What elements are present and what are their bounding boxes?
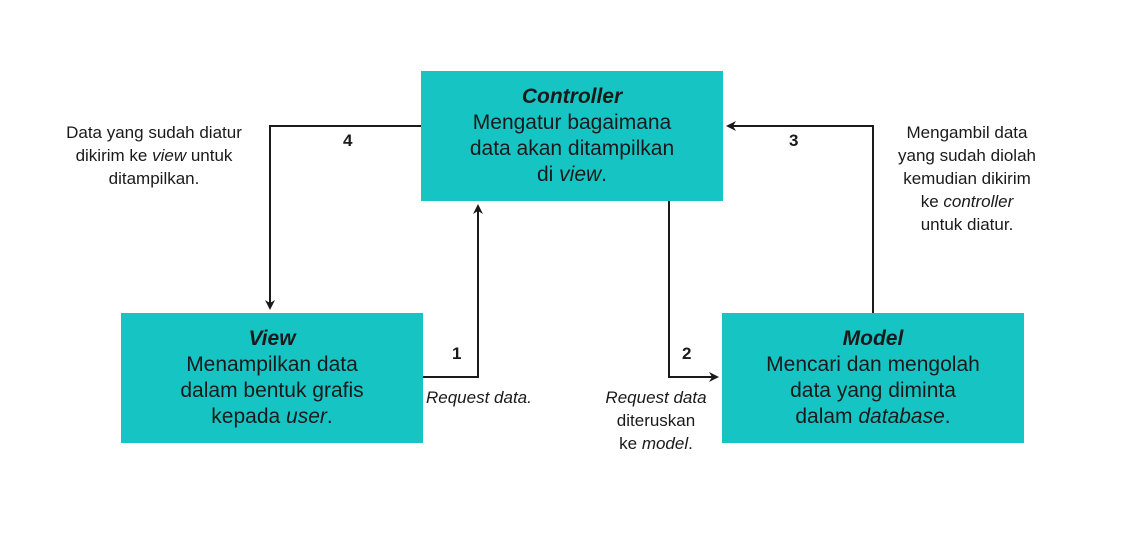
step-4-note: Data yang sudah diatur dikirim ke view u…: [66, 123, 242, 188]
arrow-2-controller-to-model: [668, 201, 719, 382]
controller-box: Controller Mengatur bagaimana data akan …: [421, 71, 723, 201]
controller-line-2: data akan ditampilkan: [469, 137, 675, 160]
step-number-3: 3: [789, 131, 799, 150]
controller-line-3: di view.: [536, 163, 608, 186]
view-line-2: dalam bentuk grafis: [180, 379, 364, 402]
controller-line-1: Mengatur bagaimana: [472, 111, 672, 134]
view-line-3: kepada user.: [211, 405, 333, 428]
view-box: View Menampilkan data dalam bentuk grafi…: [121, 313, 423, 443]
view-line-1: Menampilkan data: [186, 353, 358, 376]
step-1-note: Request data.: [426, 388, 532, 407]
step-number-4: 4: [343, 131, 353, 150]
step-2-note: Request data diteruskan ke model.: [605, 388, 707, 453]
arrow-1-view-to-controller: [423, 204, 483, 378]
model-line-2: data yang diminta: [790, 379, 956, 402]
controller-title: Controller: [521, 85, 623, 108]
model-line-3: dalam database.: [795, 405, 951, 428]
step-number-2: 2: [682, 344, 692, 363]
step-number-1: 1: [452, 344, 462, 363]
step-3-note: Mengambil data yang sudah diolah kemudia…: [897, 123, 1036, 234]
model-title: Model: [842, 327, 904, 350]
view-title: View: [248, 327, 296, 350]
arrow-4-controller-to-view: [265, 125, 421, 310]
arrow-3-model-to-controller: [726, 121, 874, 313]
model-box: Model Mencari dan mengolah data yang dim…: [722, 313, 1024, 443]
model-line-1: Mencari dan mengolah: [766, 353, 980, 376]
